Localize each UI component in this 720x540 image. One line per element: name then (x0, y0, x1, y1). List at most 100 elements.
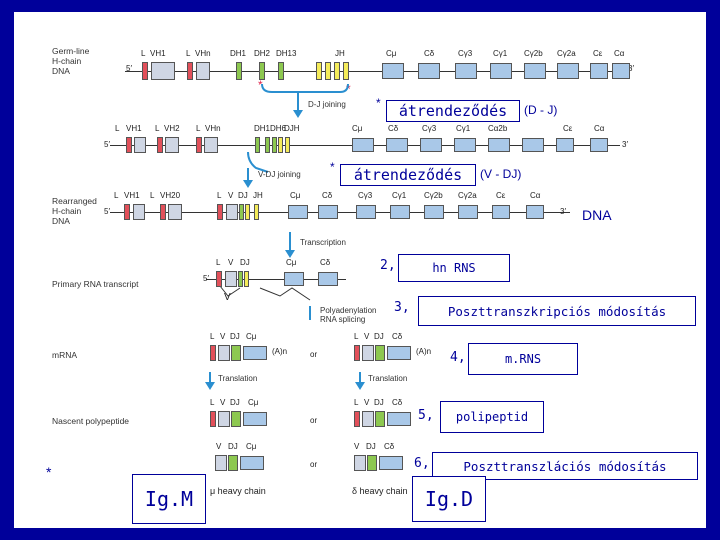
v-segment (215, 455, 227, 471)
c-epsilon-segment (492, 205, 510, 219)
seg-label: Cγ2b (524, 49, 543, 58)
v-segment (354, 455, 366, 471)
c-mu-segment (288, 205, 308, 219)
c-gamma1-segment (390, 205, 410, 219)
seg-label: Cγ3 (422, 124, 437, 133)
seg-label: L (114, 191, 119, 200)
seg-label: V (228, 258, 234, 267)
posttranslational-box: Poszttranszlációs módosítás (432, 452, 698, 480)
c-gamma2a-segment (458, 205, 478, 219)
rearrangement-vdj-suffix: (V - DJ) (480, 167, 522, 181)
seg-label: VH1 (150, 49, 166, 58)
jh-segment (278, 137, 283, 153)
c-mu-segment (243, 412, 267, 426)
primary-label: Primary RNA transcript (52, 279, 139, 289)
mrna-label: mRNA (52, 350, 78, 360)
leader-segment (187, 62, 193, 80)
vdj-joining-label: V-DJ joining (258, 170, 301, 179)
leader-segment (210, 345, 216, 361)
seg-label: Cγ2a (458, 191, 477, 200)
dh-segment (265, 137, 270, 153)
primary-transcript-strand (206, 279, 346, 280)
transcription-label: Transcription (300, 238, 346, 247)
nascent-label: Nascent polypeptide (52, 416, 130, 426)
dj-segment (228, 455, 238, 471)
dj-segment (231, 411, 241, 427)
seg-label: DH6 (270, 124, 287, 133)
c-gamma1-segment (454, 138, 476, 152)
seg-label: DH1 (230, 49, 247, 58)
seg-label: VH1 (124, 191, 140, 200)
c-delta-segment (379, 456, 403, 470)
seg-label: VHn (195, 49, 211, 58)
vh-segment (196, 62, 210, 80)
dna-label: DNA (582, 207, 612, 223)
v-segment (218, 345, 230, 361)
c-gamma3-segment (356, 205, 376, 219)
seg-label: Cδ (384, 442, 395, 451)
c-alpha-segment (590, 138, 608, 152)
leader-segment (354, 345, 360, 361)
c-mu-segment (382, 63, 404, 79)
seg-label: Cγ3 (358, 191, 373, 200)
or-label: or (310, 460, 318, 469)
v-segment (225, 271, 237, 287)
seg-label: V (228, 191, 234, 200)
leader-segment (160, 204, 166, 220)
c-delta-segment (418, 63, 440, 79)
step-6-number: 6, (414, 456, 430, 471)
v-segment (362, 345, 374, 361)
seg-label: V (354, 442, 360, 451)
seg-label: Cα (594, 124, 605, 133)
row3-three-prime: 3′ (560, 207, 566, 216)
vh-segment (133, 204, 145, 220)
jh-segment (334, 62, 340, 80)
seg-label: Cα (614, 49, 625, 58)
rearrangement-vdj-box: átrendeződés (340, 164, 476, 186)
jh-segment (254, 204, 259, 220)
seg-label: V (364, 332, 370, 341)
posttranscriptional-box: Poszttranszkripciós módosítás (418, 296, 696, 326)
mrns-box: m.RNS (468, 343, 578, 375)
star-note: * (46, 464, 52, 480)
c-gamma2a-segment (522, 138, 544, 152)
seg-label: Cμ (286, 258, 297, 267)
seg-label: Cδ (320, 258, 331, 267)
leader-segment (217, 204, 223, 220)
star-marker: * (258, 78, 263, 92)
seg-label: Cμ (352, 124, 363, 133)
seg-label: L (186, 49, 191, 58)
vh-segment (134, 137, 146, 153)
c-mu-segment (240, 456, 264, 470)
vh-segment (165, 137, 179, 153)
row3-five-prime: 5′ (104, 207, 110, 216)
seg-label: DJ (238, 191, 248, 200)
step-4-number: 4, (450, 350, 466, 365)
dj-segment (367, 455, 377, 471)
seg-label: VH2 (164, 124, 180, 133)
seg-label: DJ (230, 332, 240, 341)
step-2-number: 2, (380, 258, 396, 273)
c-epsilon-segment (590, 63, 608, 79)
dh-segment (255, 137, 260, 153)
dj-segment (245, 204, 250, 220)
seg-label: Cγ1 (392, 191, 407, 200)
c-mu-segment (243, 346, 267, 360)
seg-label: Cγ2a (557, 49, 576, 58)
or-label: or (310, 416, 318, 425)
seg-label: L (210, 332, 215, 341)
seg-label: Cγ1 (493, 49, 508, 58)
seg-label: V (220, 398, 226, 407)
c-gamma3-segment (420, 138, 442, 152)
dj-joining-label: D-J joining (308, 100, 346, 109)
step2-bullet: * (330, 160, 335, 174)
dh-segment (236, 62, 242, 80)
v-marker: V (224, 292, 231, 303)
delta-heavy-chain-label: δ heavy chain (352, 486, 408, 496)
seg-label: L (354, 332, 359, 341)
seg-label: DH1 (254, 124, 271, 133)
dh-segment (259, 62, 265, 80)
seg-label: L (354, 398, 359, 407)
seg-label: Cδ (388, 124, 399, 133)
